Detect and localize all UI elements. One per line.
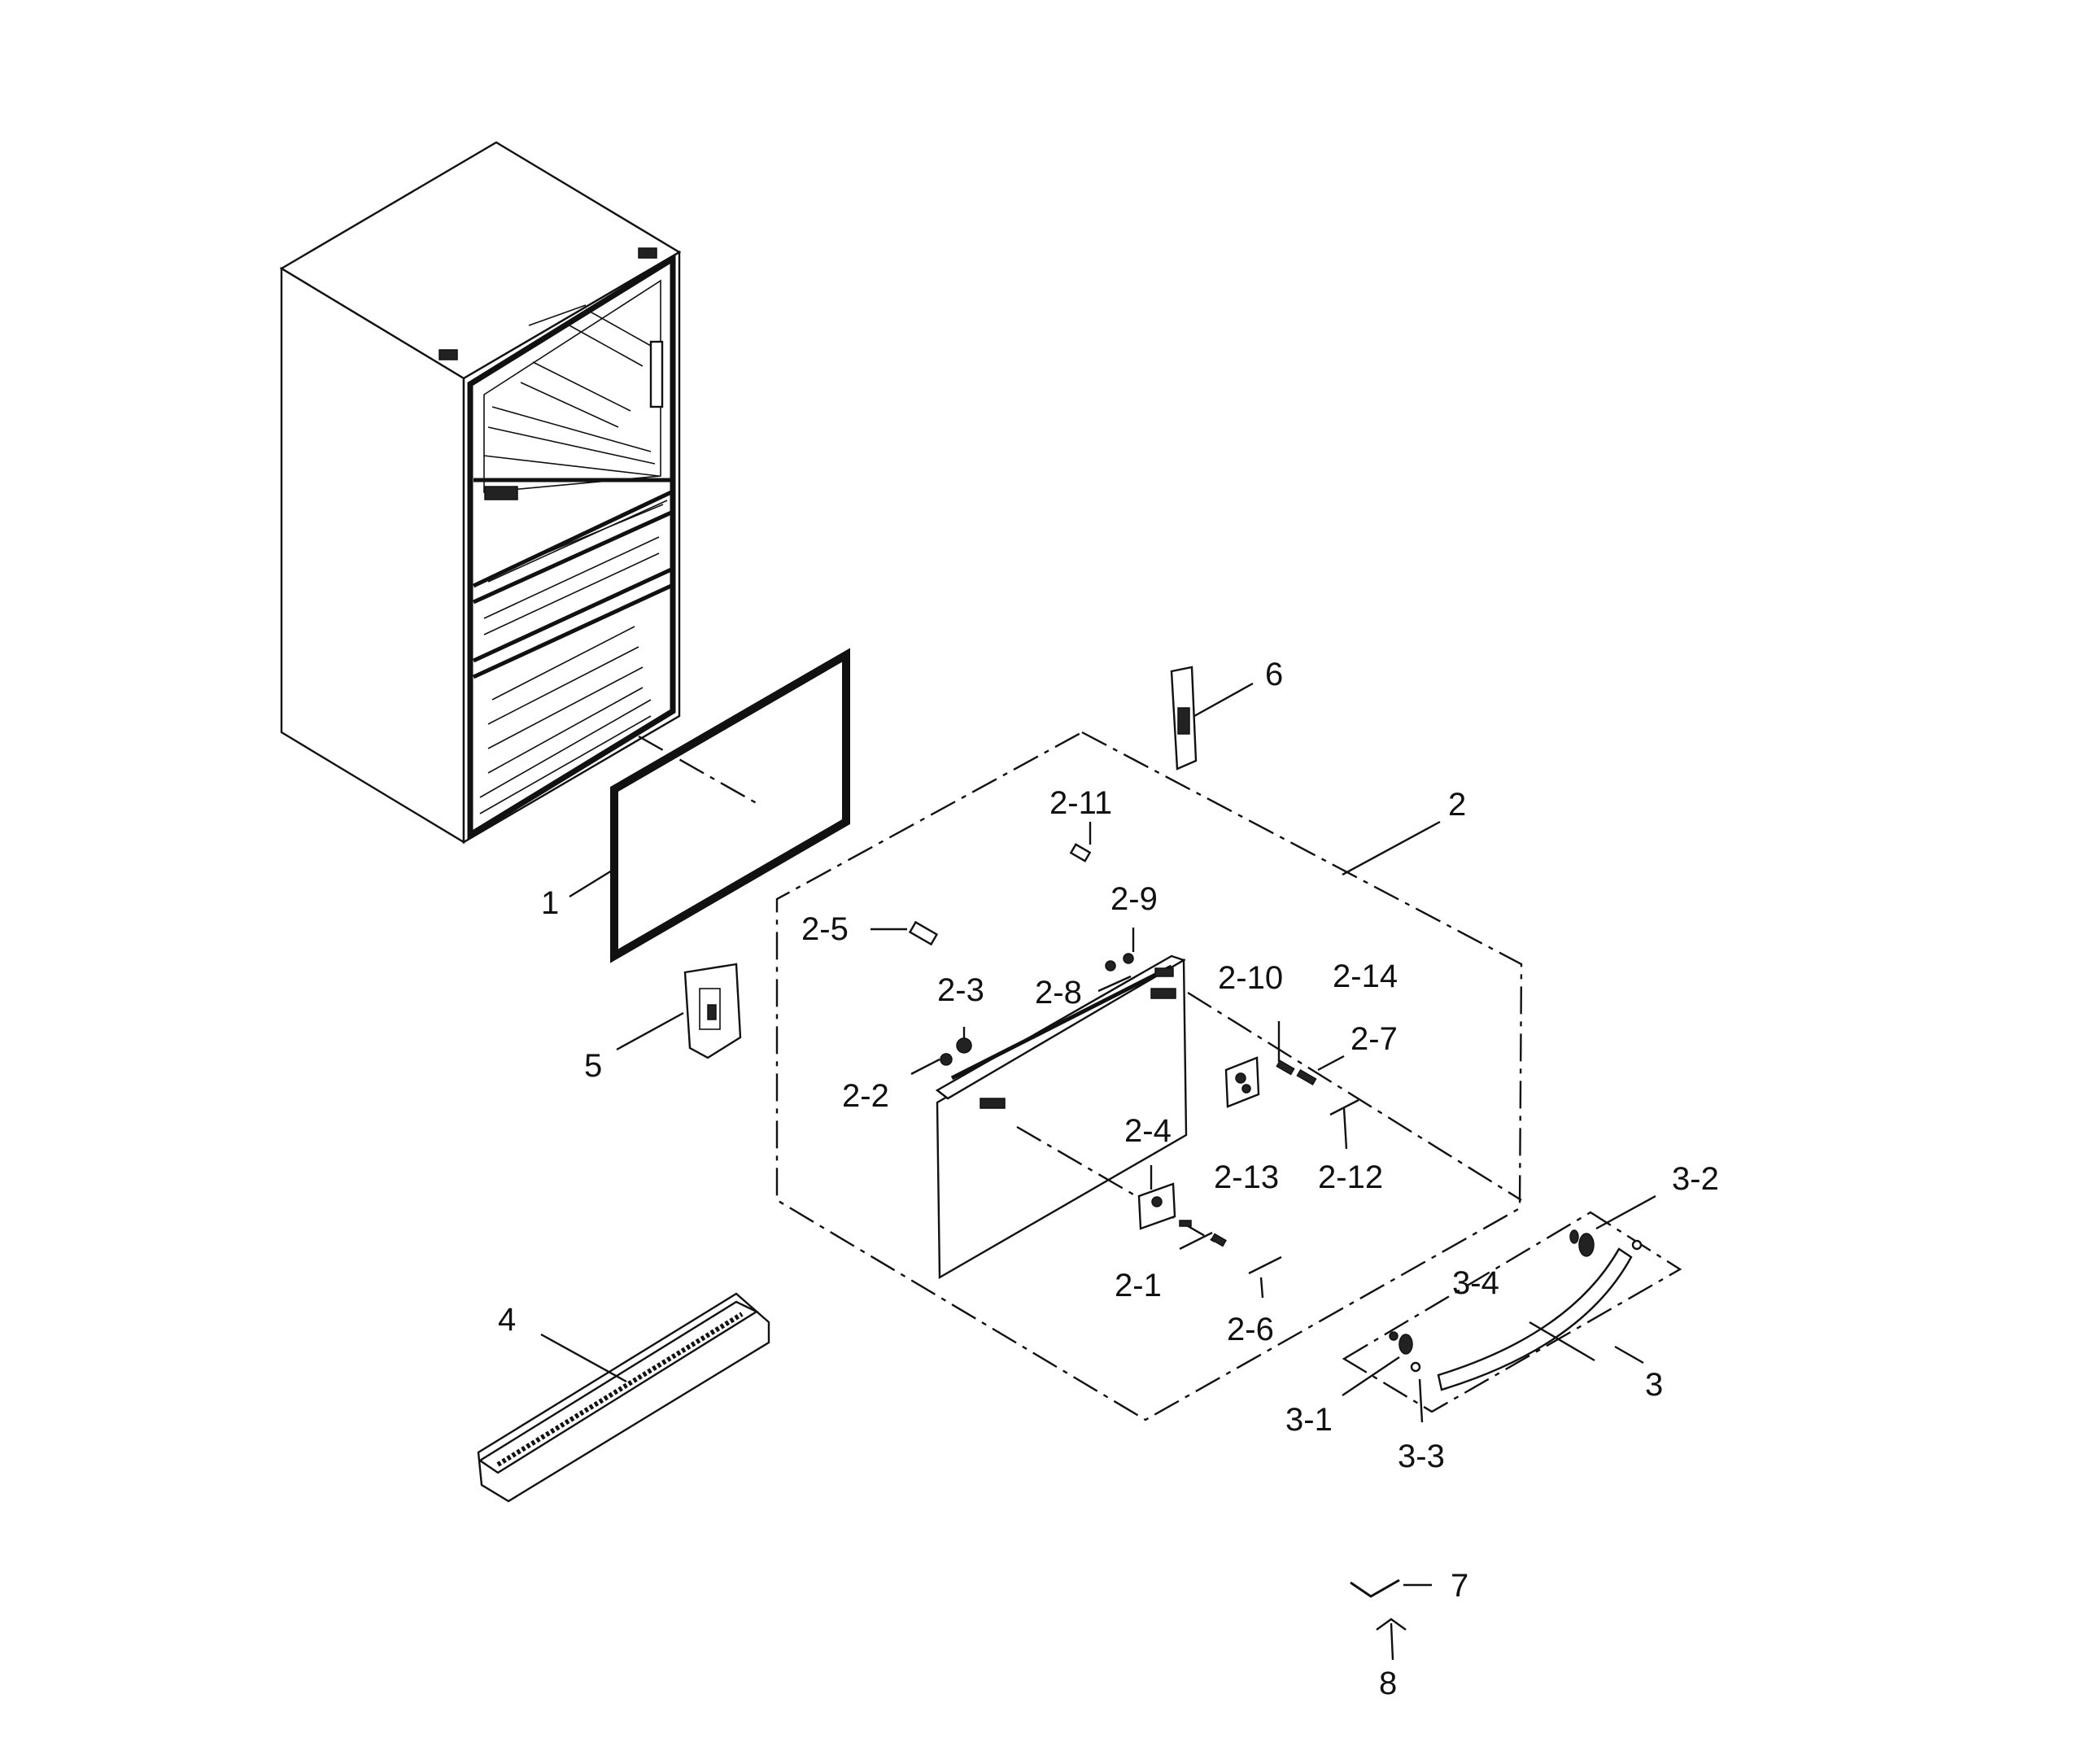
drawer-door-panel xyxy=(935,954,1522,1280)
part-label-2-3: 2-3 xyxy=(937,972,984,1008)
part-label-2-5: 2-5 xyxy=(801,911,849,947)
part-label-2-1: 2-1 xyxy=(1115,1268,1162,1303)
door-gasket xyxy=(569,648,850,963)
part-label-4: 4 xyxy=(498,1302,516,1338)
part-label-2-7: 2-7 xyxy=(1350,1021,1398,1057)
part-label-2-2: 2-2 xyxy=(842,1078,889,1114)
part-label-3: 3 xyxy=(1645,1367,1663,1403)
part-label-7: 7 xyxy=(1451,1568,1468,1604)
part-label-2-12: 2-12 xyxy=(1318,1159,1383,1195)
door-hardware-parts xyxy=(871,822,1359,1299)
part-label-3-2: 3-2 xyxy=(1672,1161,1719,1197)
part-label-3-3: 3-3 xyxy=(1398,1439,1445,1474)
part-label-3-1: 3-1 xyxy=(1285,1402,1333,1438)
refrigerator-cabinet xyxy=(279,141,682,845)
part-label-8: 8 xyxy=(1379,1666,1397,1701)
door-handle xyxy=(1342,1194,1682,1423)
part-label-2-13: 2-13 xyxy=(1214,1159,1279,1195)
part-label-5: 5 xyxy=(584,1048,602,1084)
assembly-2-boundary xyxy=(775,731,1523,1421)
part-label-2-11: 2-11 xyxy=(1049,785,1112,821)
part-label-2-14: 2-14 xyxy=(1333,958,1398,994)
part-number-labels: 1 2 2-1 2-2 2-3 2-4 2-5 2-6 2-7 2-8 2-9 … xyxy=(498,657,1719,1701)
part-label-2-6: 2-6 xyxy=(1227,1312,1274,1347)
part-label-3-4: 3-4 xyxy=(1452,1265,1499,1301)
part-label-2-8: 2-8 xyxy=(1035,975,1082,1011)
part-label-2-4: 2-4 xyxy=(1124,1113,1172,1149)
part-label-2: 2 xyxy=(1448,787,1466,823)
clip-parts xyxy=(1350,1578,1432,1661)
part-label-2-9: 2-9 xyxy=(1110,881,1158,917)
part-label-6: 6 xyxy=(1265,657,1283,692)
left-hinge-bracket xyxy=(616,963,742,1059)
part-label-2-10: 2-10 xyxy=(1218,960,1283,996)
door-bin xyxy=(477,1292,770,1503)
right-hinge-bracket xyxy=(1170,666,1254,771)
part-label-1: 1 xyxy=(541,885,559,921)
